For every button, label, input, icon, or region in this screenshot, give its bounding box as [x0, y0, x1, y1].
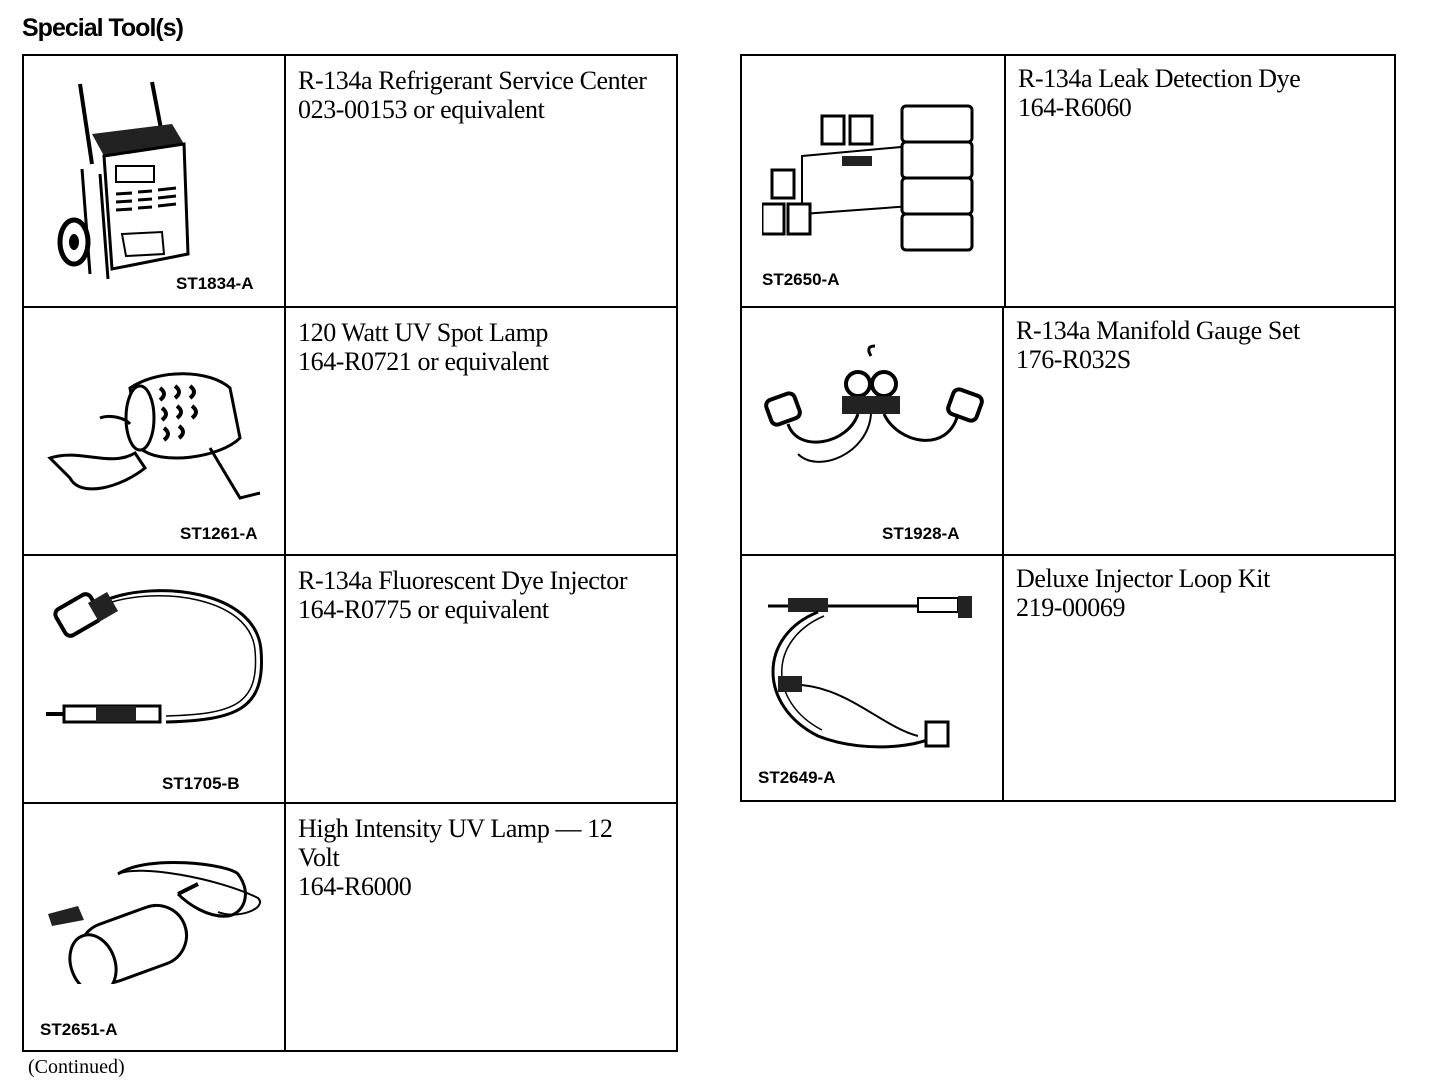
tool-row: ST1705-B R-134a Fluorescent Dye Injector…: [24, 554, 676, 802]
tool-part-number: 164-R6060: [1018, 93, 1132, 122]
tool-code: ST2649-A: [758, 768, 836, 787]
uv-lamp-illustration: [48, 860, 261, 984]
tool-code: ST2651-A: [40, 1020, 118, 1039]
tool-description-cell: R-134a Manifold Gauge Set 176-R032S: [1004, 308, 1394, 554]
injector-loop-illustration: [768, 596, 972, 749]
spot-lamp-illustration: [47, 372, 261, 500]
tool-row: ST1834-A R-134a Refrigerant Service Cent…: [24, 56, 676, 306]
tool-description-cell: 120 Watt UV Spot Lamp 164-R0721 or equiv…: [286, 308, 676, 554]
tool-row: ST2651-A High Intensity UV Lamp — 12 Vol…: [24, 802, 676, 1050]
tool-code: ST1928-A: [882, 524, 960, 543]
tool-image-cell: ST1705-B: [24, 556, 286, 802]
tool-description-cell: High Intensity UV Lamp — 12 Volt 164-R60…: [286, 804, 676, 1050]
tool-part-number: 164-R0775 or equivalent: [298, 595, 549, 624]
dye-kit-illustration: [762, 104, 974, 252]
tool-image-cell: ST1261-A: [24, 308, 286, 554]
tool-image-cell: ST1834-A: [24, 56, 286, 306]
tool-row: ST2649-A Deluxe Injector Loop Kit 219-00…: [742, 554, 1394, 800]
tool-name: Deluxe Injector Loop Kit: [1016, 564, 1270, 593]
gauge-set-illustration: [764, 344, 984, 463]
tool-description-cell: R-134a Refrigerant Service Center 023-00…: [286, 56, 676, 306]
tool-description-cell: R-134a Fluorescent Dye Injector 164-R077…: [286, 556, 676, 802]
tool-code: ST2650-A: [762, 270, 840, 289]
tool-code: ST1834-A: [176, 274, 254, 293]
tool-name: R-134a Leak Detection Dye: [1018, 64, 1301, 93]
tool-description-cell: R-134a Leak Detection Dye 164-R6060: [1006, 56, 1394, 306]
tool-description-cell: Deluxe Injector Loop Kit 219-00069: [1004, 556, 1394, 800]
tool-image-cell: ST2650-A: [742, 56, 1006, 306]
tool-part-number: 023-00153 or equivalent: [298, 95, 545, 124]
tool-part-number: 176-R032S: [1016, 345, 1131, 374]
continued-note: (Continued): [28, 1056, 125, 1078]
tool-part-number: 164-R6000: [298, 872, 412, 901]
right-tool-table: ST2650-A R-134a Leak Detection Dye 164-R…: [740, 54, 1396, 802]
tool-name: R-134a Refrigerant Service Center: [298, 66, 647, 95]
tool-part-number: 164-R0721 or equivalent: [298, 347, 549, 376]
tool-code: ST1705-B: [162, 774, 240, 793]
tool-name: R-134a Fluorescent Dye Injector: [298, 566, 628, 595]
tool-code: ST1261-A: [180, 524, 258, 543]
tool-image-cell: ST2649-A: [742, 556, 1004, 800]
tool-name: High Intensity UV Lamp — 12 Volt: [298, 814, 613, 872]
tool-part-number: 219-00069: [1016, 593, 1126, 622]
page-heading: Special Tool(s): [22, 14, 184, 42]
tool-row: ST1261-A 120 Watt UV Spot Lamp 164-R0721…: [24, 306, 676, 554]
tool-name: 120 Watt UV Spot Lamp: [298, 318, 548, 347]
left-tool-table: ST1834-A R-134a Refrigerant Service Cent…: [22, 54, 678, 1052]
tool-name: R-134a Manifold Gauge Set: [1016, 316, 1300, 345]
tool-image-cell: ST1928-A: [742, 308, 1004, 554]
dye-injector-illustration: [46, 589, 264, 724]
tool-image-cell: ST2651-A: [24, 804, 286, 1050]
tool-row: ST1928-A R-134a Manifold Gauge Set 176-R…: [742, 306, 1394, 554]
tool-row: ST2650-A R-134a Leak Detection Dye 164-R…: [742, 56, 1394, 306]
service-center-illustration: [57, 81, 190, 280]
